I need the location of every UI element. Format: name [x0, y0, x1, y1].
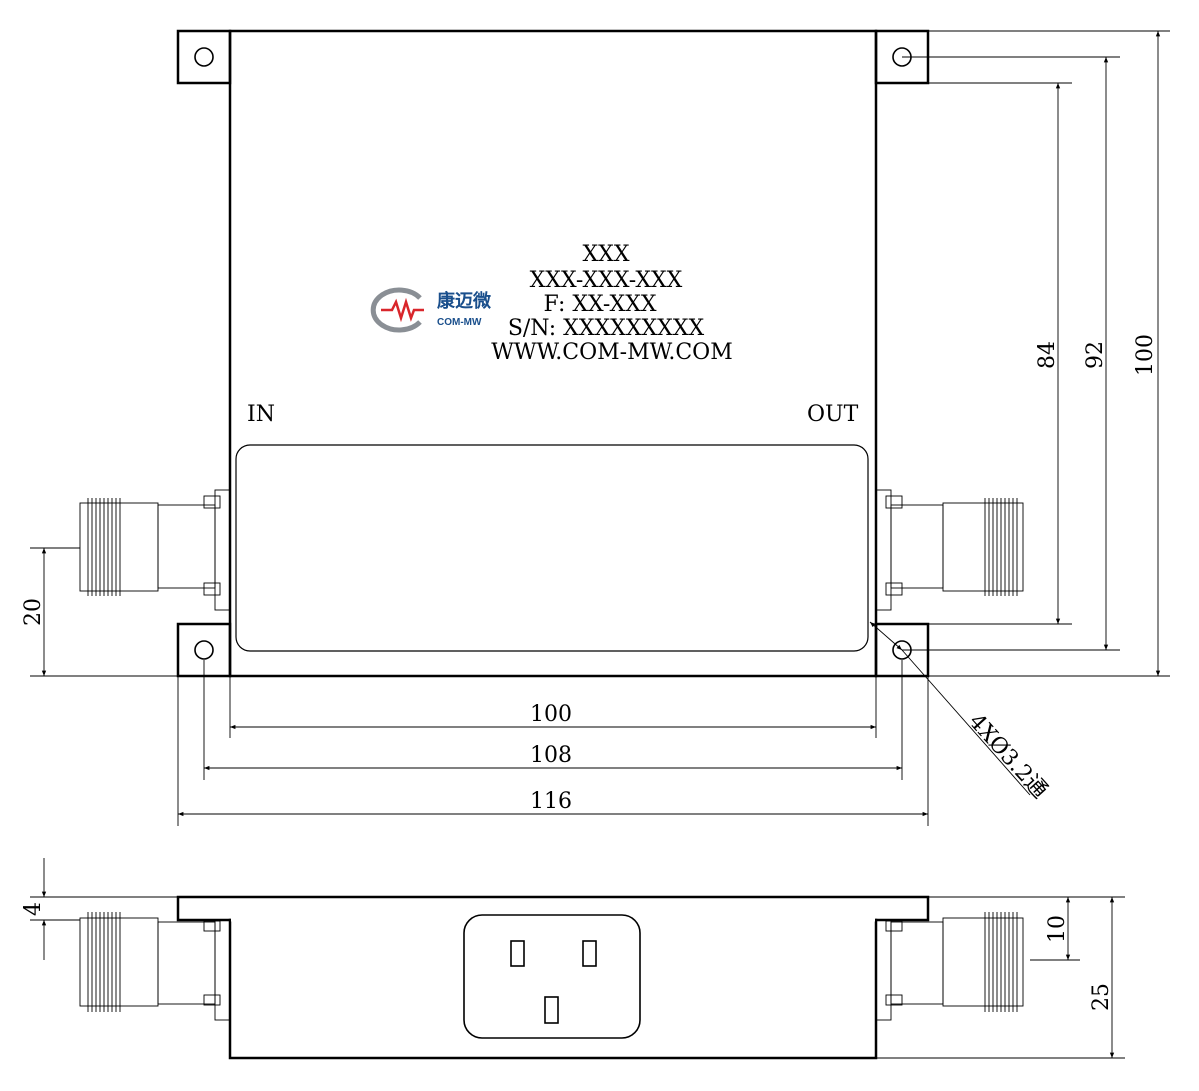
- socket-pin-icon: [510, 940, 525, 967]
- label-line-website: WWW.COM-MW.COM: [491, 340, 733, 365]
- hole-callout: 4XØ3.2通: [964, 709, 1052, 803]
- dim-side-height: 25: [1089, 983, 1114, 1011]
- dim-width-total: 116: [530, 789, 572, 814]
- top-view-dimensions: 100 108 116 84 92 100 20 4XØ3.2通: [21, 30, 1170, 826]
- label-line-frequency: F: XX-XXX: [543, 292, 656, 317]
- dim-connector-height: 20: [21, 598, 46, 626]
- dim-connector-offset: 10: [1045, 915, 1070, 943]
- side-connector-in: [79, 912, 231, 1021]
- side-connector-out: [875, 912, 1024, 1021]
- connector-thread-icon: [984, 498, 1018, 596]
- logo-cn-text: 康迈微: [437, 290, 491, 312]
- dim-width-body: 100: [530, 702, 572, 727]
- dim-width-holes: 108: [530, 743, 572, 768]
- mounting-tab-top-left: [176, 29, 232, 85]
- company-logo: 康迈微 COM-MW: [370, 287, 491, 333]
- mounting-hole-icon: [194, 640, 214, 660]
- logo-wave-icon: [381, 297, 424, 323]
- socket-pin-icon: [582, 940, 597, 967]
- dim-height-inner: 84: [1035, 341, 1060, 369]
- side-view-dimensions: 4 10 25: [21, 858, 1125, 1059]
- logo-ring-icon: [370, 287, 422, 333]
- side-view: [79, 895, 1024, 1060]
- sma-connector-out: [875, 489, 1024, 611]
- housing-body: [228, 29, 878, 678]
- connector-thread-icon: [984, 912, 1018, 1012]
- port-label-out: OUT: [807, 402, 859, 427]
- dim-flange-thickness: 4: [21, 902, 46, 916]
- port-label-in: IN: [247, 402, 275, 427]
- mounting-hole-icon: [194, 47, 214, 67]
- label-line-partno: XXX-XXX-XXX: [530, 268, 683, 293]
- power-socket-icon: [463, 914, 641, 1039]
- dim-height-total: 100: [1133, 334, 1158, 376]
- connector-thread-icon: [87, 912, 121, 1012]
- top-view: XXX XXX-XXX-XXX F: XX-XXX S/N: XXXXXXXXX…: [79, 29, 1024, 678]
- logo-en-text: COM-MW: [437, 317, 482, 328]
- side-flange: [176, 895, 930, 922]
- sma-connector-in: [79, 489, 231, 611]
- dim-height-holes: 92: [1083, 341, 1108, 369]
- label-line-model: XXX: [583, 242, 630, 267]
- connector-thread-icon: [87, 498, 121, 596]
- cover-plate: [235, 444, 869, 652]
- label-line-serial: S/N: XXXXXXXXX: [508, 316, 705, 341]
- socket-pin-icon: [544, 996, 559, 1024]
